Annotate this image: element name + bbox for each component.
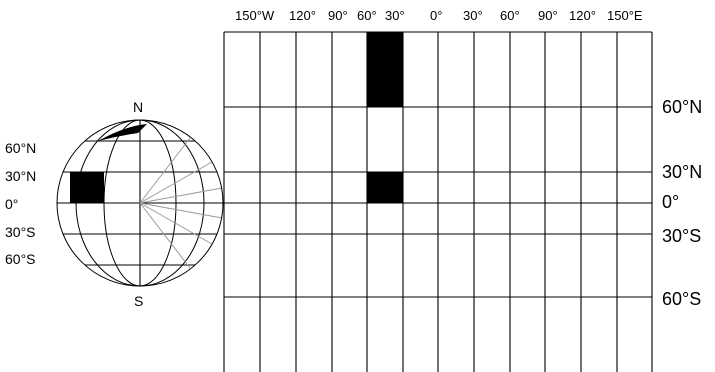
map-shaded-cell-equatorial (367, 172, 403, 203)
lon-label-150e: 150°E (607, 8, 643, 23)
lon-label-60w: 60° (357, 8, 377, 23)
globe-lat-label-30s: 30°S (5, 224, 36, 240)
globe-north-label: N (133, 99, 143, 115)
map-lat-label-0: 0° (662, 192, 679, 212)
map-lat-label-30n: 30°N (662, 162, 702, 182)
lon-label-150w: 150°W (235, 8, 275, 23)
globe-shaded-block (70, 172, 104, 203)
globe-lat-label-60s: 60°S (5, 251, 36, 267)
map-longitude-lines (224, 32, 652, 372)
globe-lat-label-0: 0° (5, 196, 18, 212)
map-lat-label-60s: 60°S (662, 289, 701, 309)
lon-label-60e: 60° (500, 8, 520, 23)
lon-label-30w: 30° (385, 8, 405, 23)
map-shaded-cell-polar (367, 32, 403, 107)
globe-lat-label-30n: 30°N (5, 168, 36, 184)
map-lat-label-60n: 60°N (662, 97, 702, 117)
globe: N S 60°N 30°N 0° 30°S 60°S (5, 99, 230, 309)
lon-label-120w: 120° (289, 8, 316, 23)
lon-label-120e: 120° (569, 8, 596, 23)
lon-label-90e: 90° (538, 8, 558, 23)
map-latitude-labels: 60°N 30°N 0° 30°S 60°S (662, 97, 702, 309)
map-grid (224, 32, 652, 372)
lon-label-30e: 30° (463, 8, 483, 23)
globe-lat-label-60n: 60°N (5, 140, 36, 156)
map-longitude-labels: 150°W 120° 90° 60° 30° 0° 30° 60° 90° 12… (235, 8, 643, 23)
globe-south-label: S (134, 293, 143, 309)
map-lat-label-30s: 30°S (662, 226, 701, 246)
lon-label-0: 0° (430, 8, 442, 23)
lon-label-90w: 90° (328, 8, 348, 23)
